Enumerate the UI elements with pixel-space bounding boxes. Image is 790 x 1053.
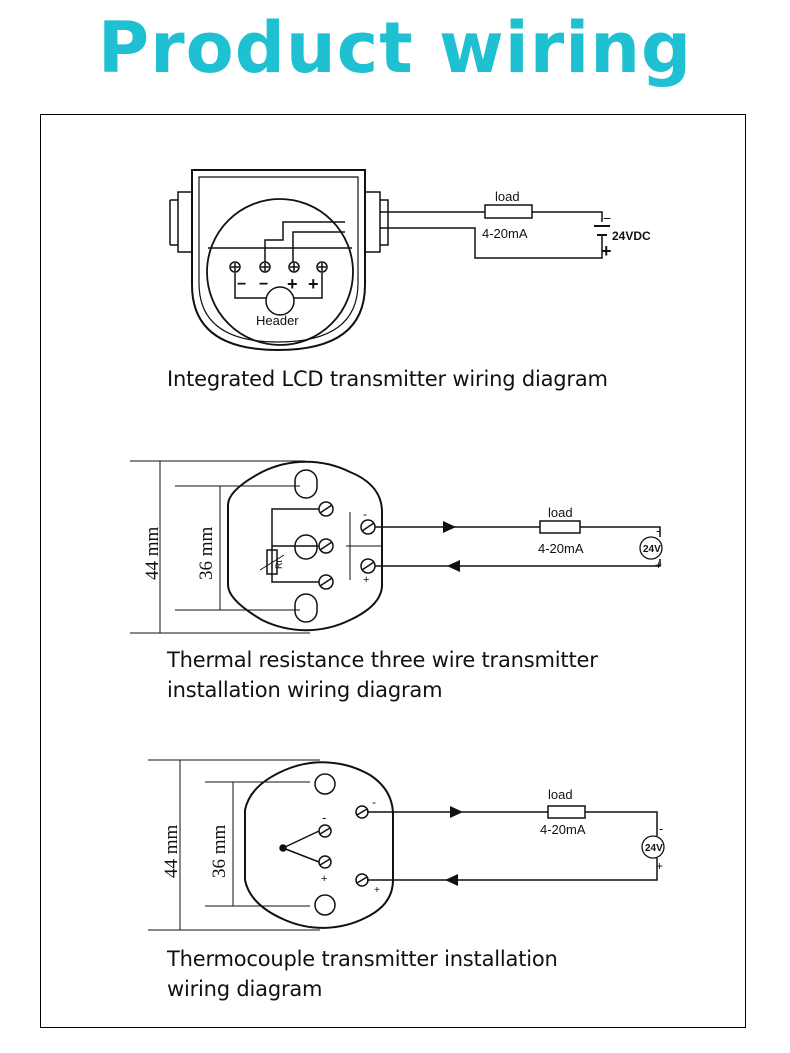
d2-term-minus: - — [363, 507, 367, 521]
d3-junction-minus: - — [322, 810, 326, 825]
rtd-load-resistor — [539, 520, 581, 534]
housing-inner — [198, 176, 359, 343]
d1-load-label: load — [495, 189, 520, 204]
caption-lcd: Integrated LCD transmitter wiring diagra… — [167, 364, 727, 394]
d1-term-minus-2: − — [259, 276, 268, 293]
d1-header-label: Header — [256, 313, 299, 328]
d2-load-label: load — [548, 505, 573, 520]
d3-supply-label: 24V — [645, 843, 663, 854]
d1-supply-label: 24VDC — [612, 229, 651, 243]
diagram-frame — [40, 114, 746, 1028]
rtd-transmitter-diagram — [130, 460, 663, 634]
d3-supply-minus: - — [659, 821, 663, 836]
left-gland — [169, 191, 193, 253]
d2-supply-label: 24V — [643, 544, 661, 555]
thermocouple-transmitter-diagram — [148, 759, 665, 931]
d2-dim-outer: 44 mm — [142, 526, 163, 580]
d3-dim-outer: 44 mm — [161, 824, 182, 878]
terminal-face — [206, 198, 354, 346]
header-jack — [265, 286, 295, 316]
caption-lcd-text: Integrated LCD transmitter wiring diagra… — [167, 367, 608, 391]
rtd-supply — [639, 536, 663, 560]
d2-dim-inner: 36 mm — [196, 526, 217, 580]
tc-body — [244, 761, 394, 929]
rt-element — [266, 549, 278, 575]
page-title: Product wiring — [97, 7, 693, 89]
d2-supply-plus: + — [655, 558, 662, 572]
d1-term-plus-1: + — [287, 274, 298, 294]
caption-tc-line1: Thermocouple transmitter installation — [167, 947, 558, 971]
housing-outline — [191, 169, 366, 352]
d1-term-plus-2: + — [308, 274, 319, 294]
d1-supply-plus: + — [601, 241, 612, 261]
right-gland — [364, 191, 389, 253]
d2-rt-label: Rt — [274, 560, 284, 569]
d2-term-plus: + — [363, 574, 369, 586]
terminal-screws — [229, 261, 328, 273]
caption-rtd: Thermal resistance three wire transmitte… — [167, 645, 727, 705]
d3-current-label: 4-20mA — [540, 822, 586, 837]
tc-load-resistor — [547, 805, 586, 819]
load-resistor — [484, 204, 533, 219]
d3-term-minus: - — [372, 795, 376, 809]
caption-tc-line2: wiring diagram — [167, 977, 323, 1001]
lcd-transmitter-diagram — [169, 169, 610, 352]
d2-current-label: 4-20mA — [538, 541, 584, 556]
d3-dim-inner: 36 mm — [209, 824, 230, 878]
d3-junction-plus: + — [321, 873, 327, 885]
d3-term-plus: + — [374, 885, 380, 896]
caption-rtd-line1: Thermal resistance three wire transmitte… — [167, 648, 598, 672]
rtd-body — [227, 460, 383, 632]
d1-term-minus-1: − — [237, 276, 246, 293]
d2-supply-minus: - — [656, 523, 660, 538]
d3-supply-plus: + — [656, 859, 663, 873]
d1-supply-minus: − — [603, 210, 611, 226]
caption-rtd-line2: installation wiring diagram — [167, 678, 443, 702]
tc-supply — [641, 835, 665, 859]
d1-current-label: 4-20mA — [482, 226, 528, 241]
caption-thermocouple: Thermocouple transmitter installation wi… — [167, 944, 727, 1004]
d3-load-label: load — [548, 787, 573, 802]
